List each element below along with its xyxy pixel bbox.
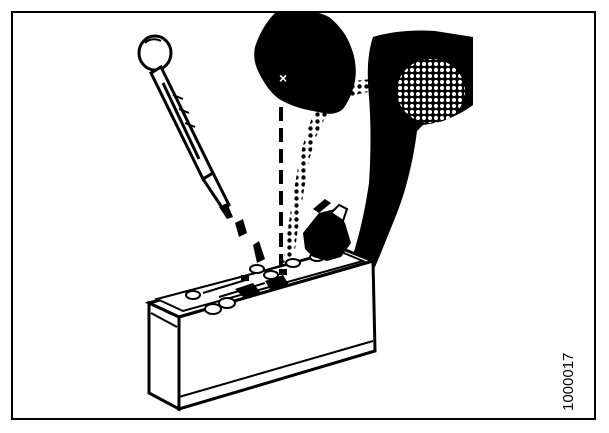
hydrometer-icon	[139, 36, 233, 219]
battery-icon	[149, 249, 375, 409]
acid-drops-icon	[235, 219, 265, 263]
svg-text:×: ×	[279, 70, 287, 86]
hand-silhouette-icon	[303, 199, 351, 261]
battery-acid-warning-illustration: ×	[13, 13, 594, 418]
figure-frame: ×	[11, 11, 596, 420]
face-splash-icon	[397, 59, 465, 123]
figure-id-label: 1000017	[561, 353, 576, 411]
eye-icon: ×	[279, 70, 287, 86]
